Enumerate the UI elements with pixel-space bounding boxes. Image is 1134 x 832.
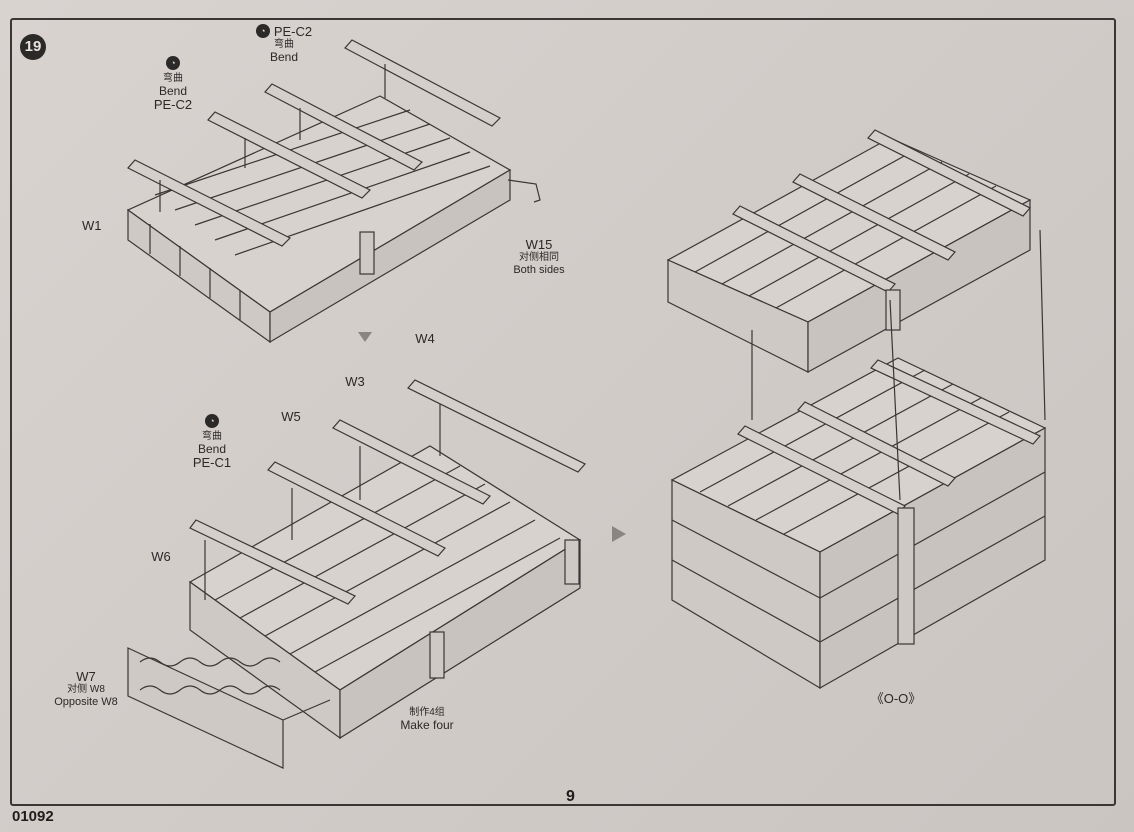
- top-tray-drawing: [126, 39, 541, 344]
- bend-label-right: ◔ PE-C2 弯曲 Bend: [244, 24, 324, 64]
- step-number-badge: 19: [20, 34, 46, 60]
- part-w3: W3: [345, 374, 365, 389]
- stacked-assembly-drawing: [666, 129, 1047, 690]
- bend-en: Bend: [269, 50, 299, 64]
- bend-en: Bend: [197, 442, 227, 456]
- part-w6: W6: [151, 549, 171, 564]
- kit-code: 01092: [12, 808, 54, 825]
- part-w4: W4: [415, 331, 435, 346]
- bottom-tray-drawing: [127, 379, 586, 769]
- bend-label-pe-c1: ◔ 弯曲 Bend PE-C1: [186, 414, 238, 469]
- part-w1: W1: [82, 218, 102, 233]
- bend-icon: ◔: [205, 414, 219, 428]
- page-number: 9: [566, 788, 575, 805]
- part-pe-c2-left: PE-C2: [153, 97, 193, 112]
- part-w15: W15: [525, 237, 553, 252]
- bend-icon: ◔: [166, 56, 180, 70]
- opposite-en: Opposite W8: [54, 696, 118, 708]
- part-w7: W7: [76, 669, 96, 684]
- bend-zh: 弯曲: [163, 73, 183, 84]
- make-four-en: Make four: [400, 718, 454, 732]
- both-sides-en: Both sides: [513, 264, 565, 276]
- part-pe-c1: PE-C1: [192, 455, 232, 470]
- bend-en: Bend: [158, 84, 188, 98]
- view-label-o-o: 《O-O》: [870, 691, 922, 706]
- make-four-label: 制作4组 Make four: [394, 706, 460, 732]
- part-w7-label: W7 对侧 W8 Opposite W8: [46, 670, 126, 709]
- bend-zh: 弯曲: [274, 39, 294, 50]
- arrow-down-icon: [358, 332, 372, 342]
- arrow-right-icon: [612, 526, 626, 542]
- part-w5: W5: [281, 409, 301, 424]
- bend-icon: ◔: [255, 24, 270, 38]
- part-w15-label: W15 对侧相同 Both sides: [506, 238, 572, 277]
- make-four-zh: 制作4组: [409, 707, 445, 718]
- opposite-zh: 对侧 W8: [67, 684, 105, 695]
- both-sides-zh: 对侧相同: [519, 252, 559, 263]
- step-frame: [10, 18, 1116, 806]
- part-pe-c2-right: PE-C2: [273, 23, 313, 39]
- bend-label-left: ◔ 弯曲 Bend PE-C2: [148, 56, 198, 111]
- bend-zh: 弯曲: [202, 431, 222, 442]
